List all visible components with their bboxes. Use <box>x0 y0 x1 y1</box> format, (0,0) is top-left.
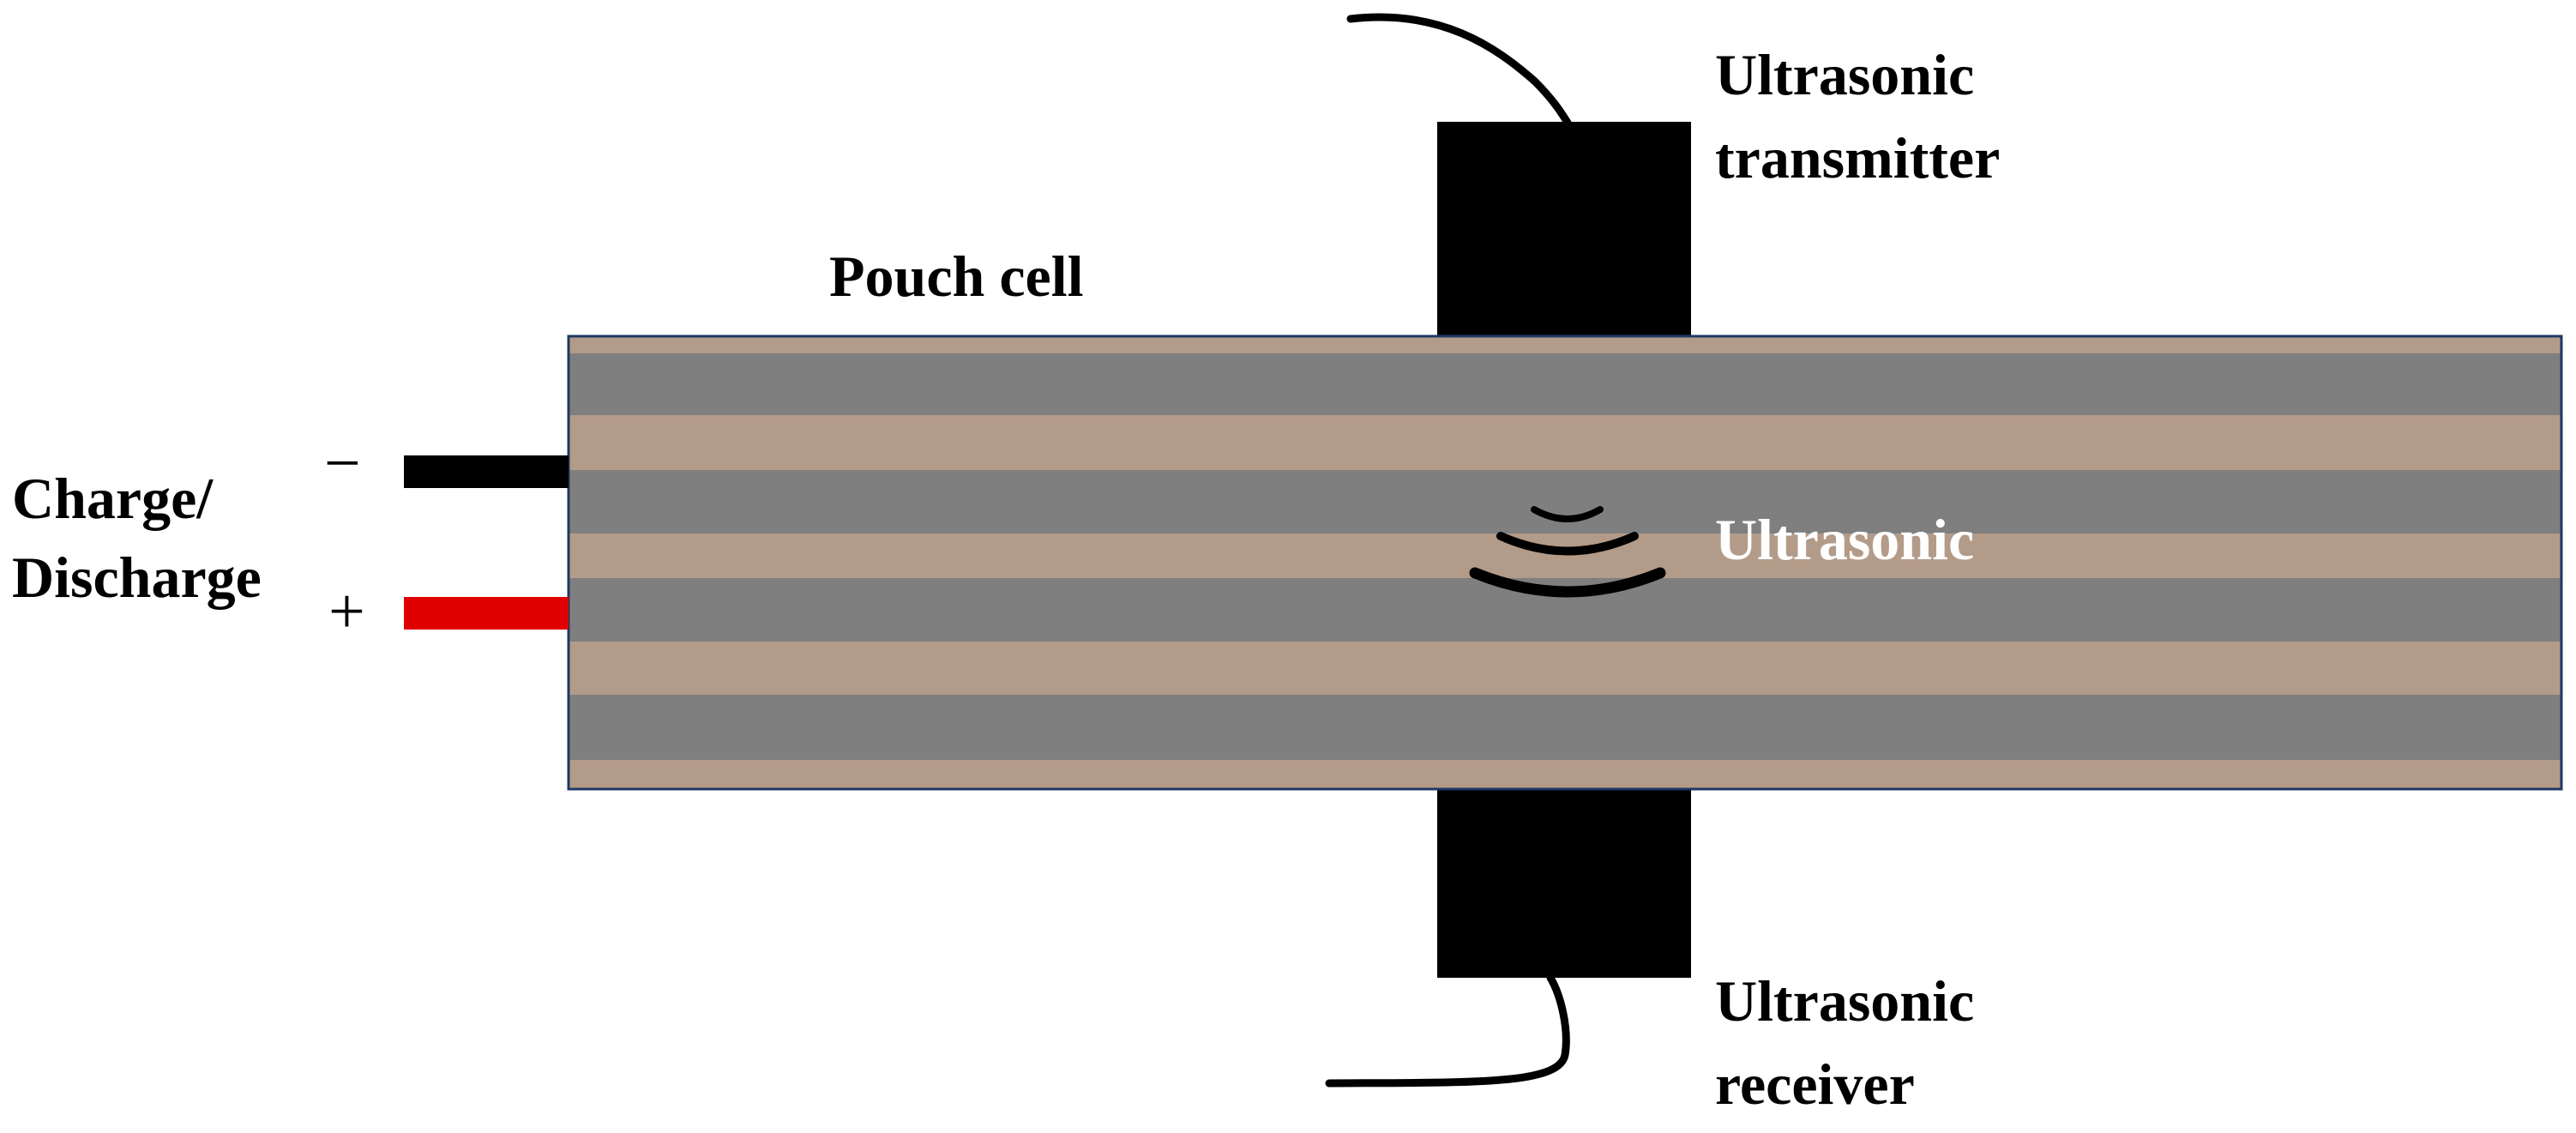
wave-arc-medium <box>1496 532 1639 556</box>
cell-layer-gray-4 <box>569 695 2561 760</box>
plus-sign: + <box>328 576 365 648</box>
transmitter-cable <box>1346 13 1572 127</box>
ultrasonic-transmitter <box>1437 122 1691 336</box>
ultrasonic-wave-label: Ultrasonic <box>1715 507 1974 572</box>
pouch-cell-label: Pouch cell <box>829 244 1084 309</box>
positive-lead <box>404 597 569 630</box>
transmitter-label-line2: transmitter <box>1715 125 2000 190</box>
receiver-label-line1: Ultrasonic <box>1715 968 1974 1034</box>
transmitter-label-line1: Ultrasonic <box>1715 42 1974 107</box>
cell-layer-tan-5 <box>569 760 2561 789</box>
receiver-cable <box>1325 973 1570 1088</box>
cell-layer-tan-1 <box>569 336 2561 353</box>
charge-label-line1: Charge/ <box>12 466 214 531</box>
cell-layer-tan-3 <box>569 533 2561 578</box>
cell-layer-tan-4 <box>569 642 2561 695</box>
charge-label-line2: Discharge <box>12 545 262 610</box>
negative-lead <box>404 455 569 488</box>
cell-layer-tan-2 <box>569 415 2561 470</box>
receiver-label-line2: receiver <box>1715 1052 1915 1117</box>
wave-arc-small <box>1531 506 1604 522</box>
wave-arc-large <box>1469 567 1666 598</box>
pouch-cell <box>567 334 2563 791</box>
cell-layer-gray-1 <box>569 353 2561 415</box>
ultrasonic-receiver <box>1437 790 1691 978</box>
cell-layer-gray-2 <box>569 470 2561 533</box>
pouch-cell-border <box>567 334 2563 791</box>
minus-sign: − <box>324 427 361 499</box>
ultrasonic-wave-icon <box>1469 506 1666 598</box>
